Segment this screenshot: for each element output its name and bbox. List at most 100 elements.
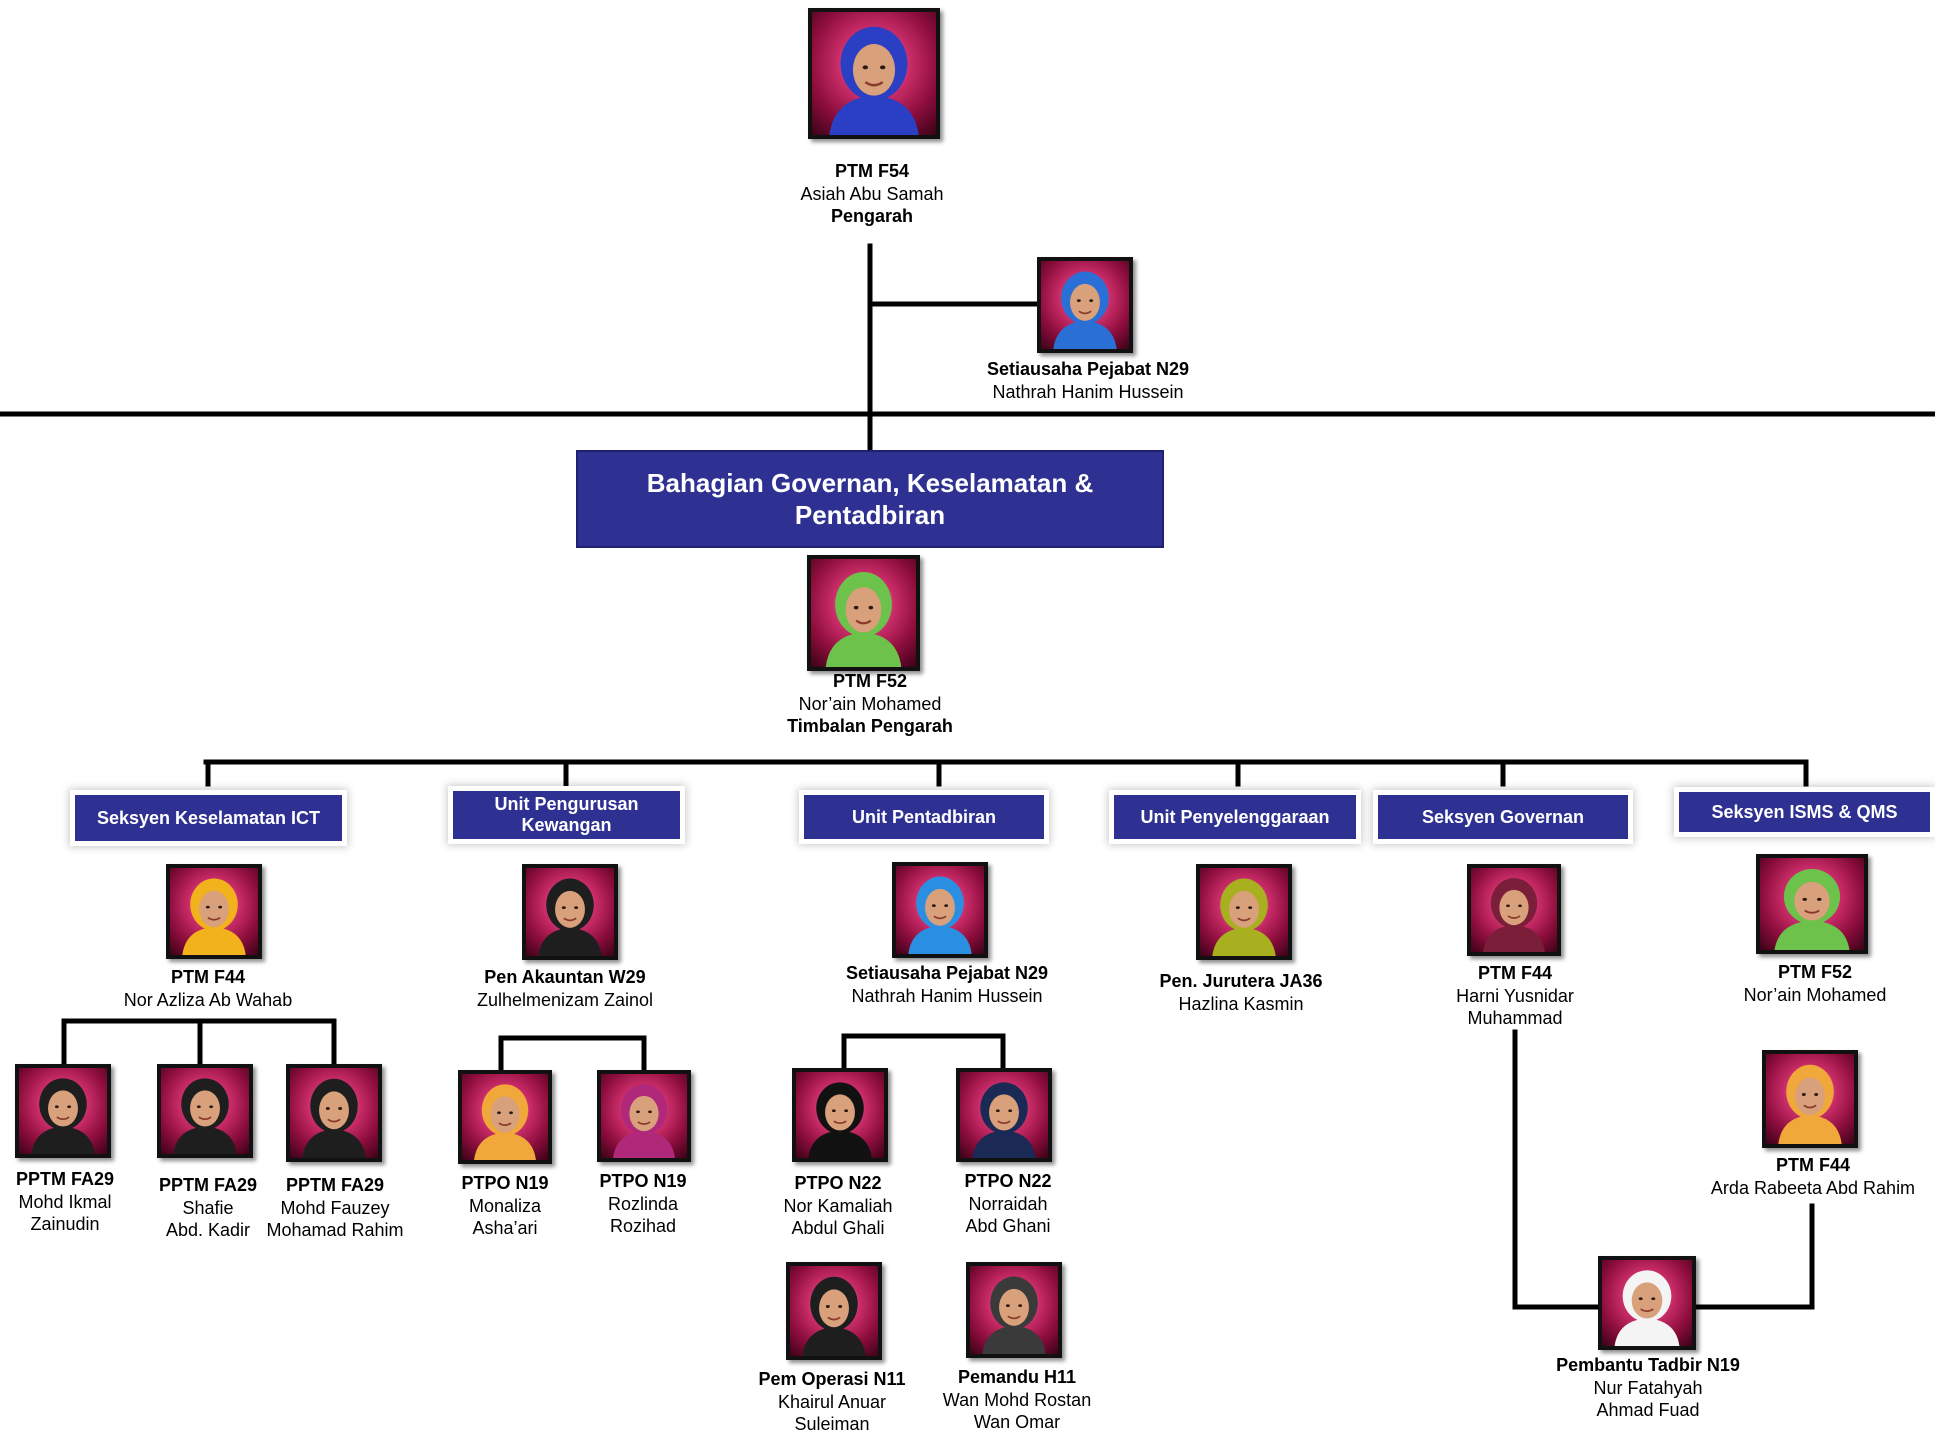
kewangan-head-grade: Pen Akauntan W29 [484,967,646,987]
monaliza-grade: PTPO N19 [461,1173,549,1193]
arda-name: Arda Rabeeta Abd Rahim [1710,1177,1916,1198]
person-silhouette-icon [1774,869,1850,950]
rozlinda-grade: PTPO N19 [599,1171,687,1191]
fatahyah-grade: Pembantu Tadbir N19 [1556,1355,1740,1375]
rostan-name-line1: Wan Mohd Rostan [942,1389,1092,1410]
shafie-caption: PPTM FA29 Shafie Abd. Kadir [159,1174,257,1242]
person-silhouette-icon [802,1276,866,1356]
person-silhouette-icon [825,571,902,667]
unit-keselamatan-ict: Seksyen Keselamatan ICT [75,795,342,841]
division-banner: Bahagian Governan, Keselamatan & Pentadb… [576,450,1164,548]
khairul-photo [786,1262,882,1360]
division-title-line2: Pentadbiran [794,500,946,530]
fauzey-name-line2: Mohamad Rahim [266,1220,404,1240]
person-silhouette-icon [808,1082,872,1158]
hazlina-grade: Pen. Jurutera JA36 [1159,971,1323,991]
fauzey-photo [286,1064,382,1162]
fatahyah-name-line2: Ahmad Fuad [1596,1400,1700,1420]
norraidah-photo [956,1068,1052,1162]
rozlinda-caption: PTPO N19 Rozlinda Rozihad [599,1170,686,1238]
director-name: Asiah Abu Samah [800,183,944,204]
arda-grade: PTM F44 [1775,1155,1851,1175]
isms-head-grade: PTM F52 [1777,962,1853,982]
hazlina-name: Hazlina Kasmin [1178,993,1304,1014]
person-silhouette-icon [982,1276,1046,1354]
kamaliah-caption: PTPO N22 Nor Kamaliah Abdul Ghali [783,1172,892,1240]
isms-head-photo [1756,854,1868,954]
person-silhouette-icon [1053,271,1117,349]
unit-isms-label: Seksyen ISMS & QMS [1711,801,1898,822]
monaliza-photo [458,1070,552,1164]
deputy-caption: PTM F52 Nor’ain Mohamed Timbalan Pengara… [787,670,953,738]
ikmal-grade: PPTM FA29 [15,1169,115,1189]
deputy-name: Nor’ain Mohamed [798,693,942,714]
pentadbiran-head-grade: Setiausaha Pejabat N29 [845,963,1049,983]
fauzey-name-line1: Mohd Fauzey [280,1197,390,1218]
person-silhouette-icon [182,878,246,955]
person-silhouette-icon [972,1082,1036,1158]
person-silhouette-icon [908,876,972,954]
isms-head-caption: PTM F52 Nor’ain Mohamed [1744,961,1887,1006]
monaliza-caption: PTPO N19 Monaliza Asha’ari [461,1172,548,1240]
secretary-name: Nathrah Hanim Hussein [992,381,1184,402]
unit-penyelenggaraan-label: Unit Penyelenggaraan [1140,806,1330,827]
division-title-line1: Bahagian Governan, Keselamatan & [646,468,1094,498]
person-silhouette-icon [302,1078,366,1158]
fatahyah-caption: Pembantu Tadbir N19 Nur Fatahyah Ahmad F… [1556,1354,1740,1422]
rostan-caption: Pemandu H11 Wan Mohd Rostan Wan Omar [943,1366,1091,1434]
khairul-caption: Pem Operasi N11 Khairul Anuar Suleiman [758,1368,905,1436]
director-photo [808,8,940,139]
shafie-name-line2: Abd. Kadir [165,1220,251,1240]
unit-penyelenggaraan: Unit Penyelenggaraan [1114,795,1356,839]
person-silhouette-icon [31,1078,95,1154]
harni-name-line2: Muhammad [1467,1008,1563,1028]
kewangan-head-photo [522,864,618,960]
fauzey-caption: PPTM FA29 Mohd Fauzey Mohamad Rahim [266,1174,403,1242]
khairul-name-line1: Khairul Anuar [777,1391,887,1412]
person-silhouette-icon [829,26,919,135]
norraidah-name-line2: Abd Ghani [965,1216,1051,1236]
person-silhouette-icon [474,1084,536,1160]
harni-grade: PTM F44 [1477,963,1552,983]
harni-caption: PTM F44 Harni Yusnidar Muhammad [1456,962,1574,1030]
ikmal-photo [15,1064,111,1158]
arda-photo [1762,1050,1858,1148]
fauzey-grade: PPTM FA29 [285,1175,385,1195]
unit-pentadbiran-label: Unit Pentadbiran [851,806,996,827]
kamaliah-grade: PTPO N22 [794,1173,882,1193]
shafie-photo [157,1064,253,1158]
harni-name-line1: Harni Yusnidar [1456,985,1574,1006]
arda-caption: PTM F44 Arda Rabeeta Abd Rahim [1711,1154,1915,1199]
hazlina-photo [1196,864,1292,960]
rostan-photo [966,1262,1062,1358]
norraidah-caption: PTPO N22 Norraidah Abd Ghani [964,1170,1051,1238]
ikmal-name-line2: Zainudin [30,1214,100,1234]
secretary-photo [1037,257,1133,353]
pentadbiran-head-caption: Setiausaha Pejabat N29 Nathrah Hanim Hus… [846,962,1048,1007]
ikmal-name-line1: Mohd Ikmal [18,1191,112,1212]
isms-head-name: Nor’ain Mohamed [1743,984,1887,1005]
unit-isms-qms: Seksyen ISMS & QMS [1679,792,1930,832]
person-silhouette-icon [538,878,602,956]
director-grade: PTM F54 [834,161,910,181]
shafie-grade: PPTM FA29 [158,1175,258,1195]
deputy-grade: PTM F52 [832,671,907,691]
secretary-grade: Setiausaha Pejabat N29 [986,359,1190,379]
monaliza-name-line1: Monaliza [468,1195,542,1216]
fatahyah-name-line1: Nur Fatahyah [1593,1377,1703,1398]
ict-head-grade: PTM F44 [170,967,246,987]
unit-keselamatan-ict-label: Seksyen Keselamatan ICT [96,807,321,828]
person-silhouette-icon [1614,1270,1680,1346]
harni-photo [1467,864,1561,956]
unit-pentadbiran: Unit Pentadbiran [804,795,1044,839]
ict-head-caption: PTM F44 Nor Azliza Ab Wahab [124,966,292,1011]
khairul-grade: Pem Operasi N11 [758,1369,906,1389]
rozlinda-name-line2: Rozihad [609,1216,677,1236]
hazlina-caption: Pen. Jurutera JA36 Hazlina Kasmin [1159,970,1322,1015]
ict-head-photo [166,864,262,959]
norraidah-grade: PTPO N22 [964,1171,1052,1191]
person-silhouette-icon [1778,1064,1842,1144]
kamaliah-name-line1: Nor Kamaliah [783,1195,893,1216]
rostan-name-line2: Wan Omar [973,1412,1061,1432]
